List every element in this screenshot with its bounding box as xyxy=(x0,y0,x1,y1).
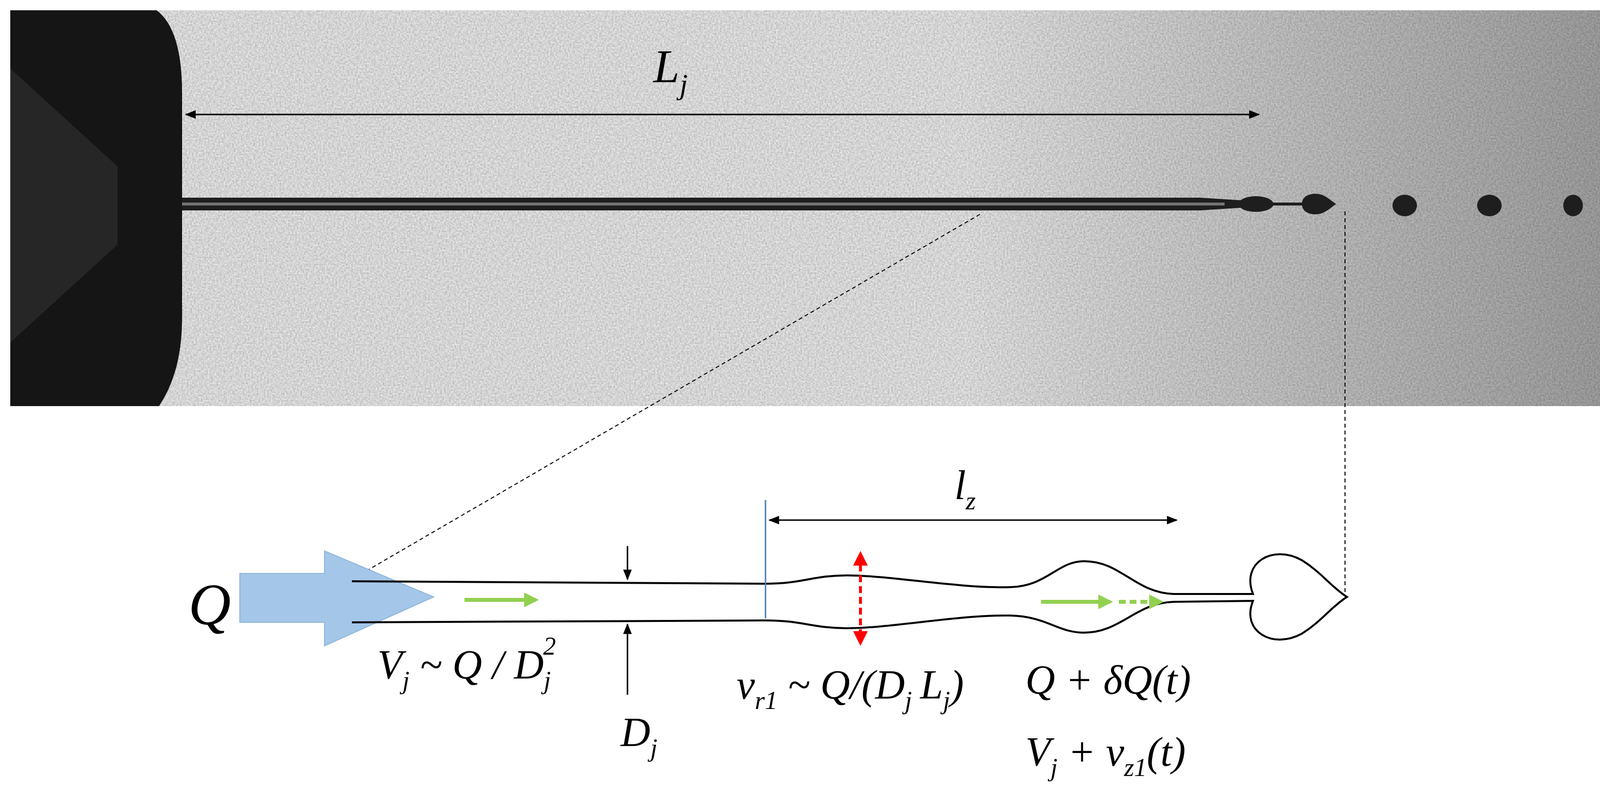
diameter-arrow xyxy=(626,624,629,696)
math-symbol: ) xyxy=(950,662,964,708)
photo-drop xyxy=(1238,196,1274,212)
subscript: j xyxy=(650,734,658,763)
subscript: j xyxy=(679,68,688,101)
math-symbol: L xyxy=(653,40,680,93)
flow-arrow xyxy=(239,551,434,647)
flow-perturbation-label: Q + δQ(t) xyxy=(1025,659,1191,701)
zoom-line xyxy=(1344,211,1346,597)
math-symbol: l xyxy=(954,462,966,509)
subscript: r1 xyxy=(754,686,778,715)
nozzle xyxy=(10,10,183,407)
length-label: Lj xyxy=(653,43,688,99)
velocity-perturbation-arrow xyxy=(1118,600,1161,604)
section-line xyxy=(765,500,767,619)
subscript: j xyxy=(904,686,912,715)
math-symbol: (t) xyxy=(1146,729,1186,775)
math-symbol: v xyxy=(736,662,755,708)
photo-jet-core xyxy=(182,202,1225,206)
zoom-line xyxy=(351,214,980,580)
math-symbol: Q + δQ(t) xyxy=(1025,657,1191,703)
wavelength-arrow xyxy=(769,519,1177,522)
photo-thread xyxy=(1271,202,1306,206)
subscript: j xyxy=(943,686,951,715)
photo-drop xyxy=(1392,194,1417,217)
diameter-arrow xyxy=(626,546,629,580)
math-symbol: V xyxy=(377,642,403,688)
wavelength-label: lz xyxy=(954,464,976,514)
subscript: j xyxy=(1050,753,1058,782)
photo-shading xyxy=(10,10,1600,407)
radial-velocity-label: vr1~ Q/(DjLj) xyxy=(736,664,964,714)
math-symbol: Q xyxy=(188,572,232,638)
photo-drop xyxy=(1477,194,1502,217)
velocity-label: Vj~ Q / Dj2 xyxy=(377,633,557,694)
radial-velocity-arrow xyxy=(858,554,862,644)
math-symbol: + v xyxy=(1067,729,1125,775)
subscript: z1 xyxy=(1124,753,1147,782)
nozzle-shade xyxy=(10,68,118,343)
velocity-arrow xyxy=(464,598,536,603)
subscript: j xyxy=(543,666,551,695)
superscript: 2 xyxy=(543,632,557,661)
math-symbol: ~ Q/(D xyxy=(788,662,905,708)
velocity-perturbation-label: Vj + vz1(t) xyxy=(1025,731,1186,781)
flow-rate-label: Q xyxy=(188,575,232,635)
photo-drop xyxy=(1563,194,1583,217)
math-symbol: V xyxy=(1025,729,1051,775)
jet-outline xyxy=(351,554,1347,640)
diameter-label: Dj xyxy=(620,712,658,762)
math-symbol: L xyxy=(920,662,944,708)
subscript: j xyxy=(402,666,410,695)
velocity-arrow xyxy=(1041,600,1111,604)
math-symbol: D xyxy=(620,709,651,756)
photo-background xyxy=(10,10,1600,407)
subscript: z xyxy=(965,486,976,515)
length-arrow xyxy=(185,114,1259,116)
photo-drop xyxy=(1301,193,1337,215)
math-symbol: ~ Q / D xyxy=(419,642,544,688)
